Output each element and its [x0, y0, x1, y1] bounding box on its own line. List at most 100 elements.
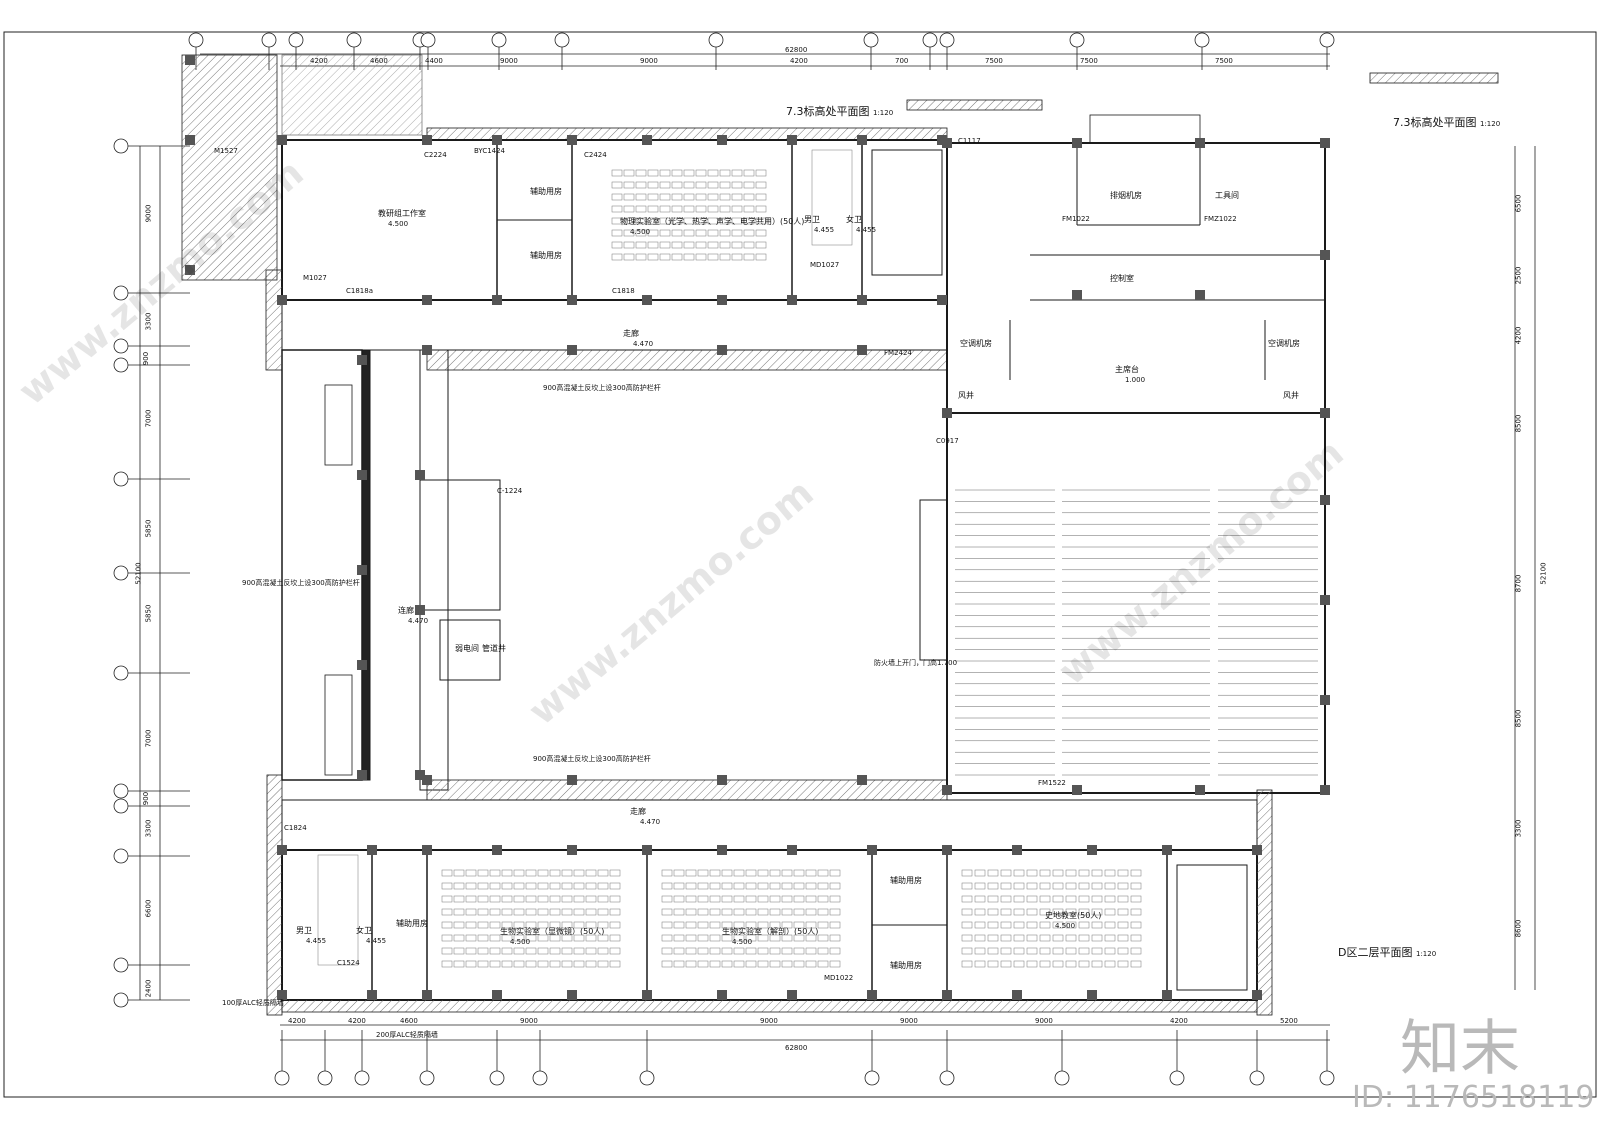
desk [611, 241, 623, 249]
axis-bubble [317, 1070, 333, 1086]
column [942, 408, 952, 418]
desk [709, 934, 721, 942]
desk [513, 960, 525, 968]
desk [659, 181, 671, 189]
desk [829, 882, 841, 890]
desk [685, 908, 697, 916]
desk [733, 869, 745, 877]
door-tag: MD1027 [810, 261, 840, 269]
desk [513, 947, 525, 955]
axis-bubble [113, 783, 129, 799]
column [277, 845, 287, 855]
axis-bubble [346, 32, 362, 48]
desk [585, 869, 597, 877]
door-tag: M1027 [303, 274, 327, 282]
desk [707, 205, 719, 213]
room-elevation: 4.455 [814, 226, 835, 234]
desk [697, 908, 709, 916]
door-tag: FM1022 [1062, 215, 1090, 223]
desk [1104, 921, 1116, 929]
room-elevation: 4.500 [510, 938, 531, 946]
desk [609, 934, 621, 942]
desk [1065, 921, 1077, 929]
desk [561, 921, 573, 929]
desk [611, 181, 623, 189]
desk [781, 895, 793, 903]
desk [731, 193, 743, 201]
column [1012, 845, 1022, 855]
desk [1052, 895, 1064, 903]
desk [1000, 960, 1012, 968]
desk [513, 921, 525, 929]
top-seg-dim: 4400 [425, 57, 443, 65]
desk [477, 882, 489, 890]
desk [733, 960, 745, 968]
door-tag: C2424 [584, 151, 607, 159]
desk [817, 882, 829, 890]
column [415, 605, 425, 615]
desk [465, 960, 477, 968]
desk [1065, 960, 1077, 968]
desk [719, 229, 731, 237]
desk [805, 895, 817, 903]
desk [671, 253, 683, 261]
desk [465, 869, 477, 877]
bottom-seg-dim: 9000 [1035, 1017, 1053, 1025]
desk [477, 908, 489, 916]
left-seg-dim: 9000 [144, 204, 153, 223]
desk [489, 921, 501, 929]
desk [709, 921, 721, 929]
desk [453, 895, 465, 903]
desk [1026, 960, 1038, 968]
desk [1130, 947, 1142, 955]
desk [671, 193, 683, 201]
bottom-seg-dim: 4200 [288, 1017, 306, 1025]
desk [513, 908, 525, 916]
column [642, 135, 652, 145]
axis-bubble [939, 32, 955, 48]
desk [1065, 908, 1077, 916]
desk [707, 169, 719, 177]
desk [1130, 908, 1142, 916]
desk [1104, 869, 1116, 877]
desk [661, 895, 673, 903]
room-name: 生物实验室（解剖）(50人) [722, 927, 819, 936]
desk [585, 947, 597, 955]
room-name: 风井 [1283, 391, 1299, 400]
top-wing [281, 127, 948, 371]
desk [757, 921, 769, 929]
bottom-seg-dim: 9000 [520, 1017, 538, 1025]
desk [1130, 895, 1142, 903]
column [422, 990, 432, 1000]
left-seg-dim: 900 [142, 791, 151, 806]
desk [1130, 960, 1142, 968]
desk [525, 921, 537, 929]
desk [1000, 908, 1012, 916]
desk [709, 895, 721, 903]
door-tag: M1527 [214, 147, 238, 155]
column [415, 770, 425, 780]
room-name: 男卫 [804, 215, 820, 224]
desk [489, 869, 501, 877]
desk [573, 921, 585, 929]
column [717, 345, 727, 355]
desk [755, 217, 767, 225]
column [1087, 845, 1097, 855]
desk [743, 169, 755, 177]
column [937, 295, 947, 305]
column [357, 355, 367, 365]
desk [597, 921, 609, 929]
desk [829, 921, 841, 929]
desk [489, 895, 501, 903]
desk [647, 193, 659, 201]
desk [597, 960, 609, 968]
grid-axis-bottom [274, 1030, 1335, 1086]
desk [685, 934, 697, 942]
bottom-seg-dim: 9000 [760, 1017, 778, 1025]
desk [659, 169, 671, 177]
desk [974, 960, 986, 968]
desk [561, 869, 573, 877]
column [277, 990, 287, 1000]
desk [489, 947, 501, 955]
desk [561, 908, 573, 916]
